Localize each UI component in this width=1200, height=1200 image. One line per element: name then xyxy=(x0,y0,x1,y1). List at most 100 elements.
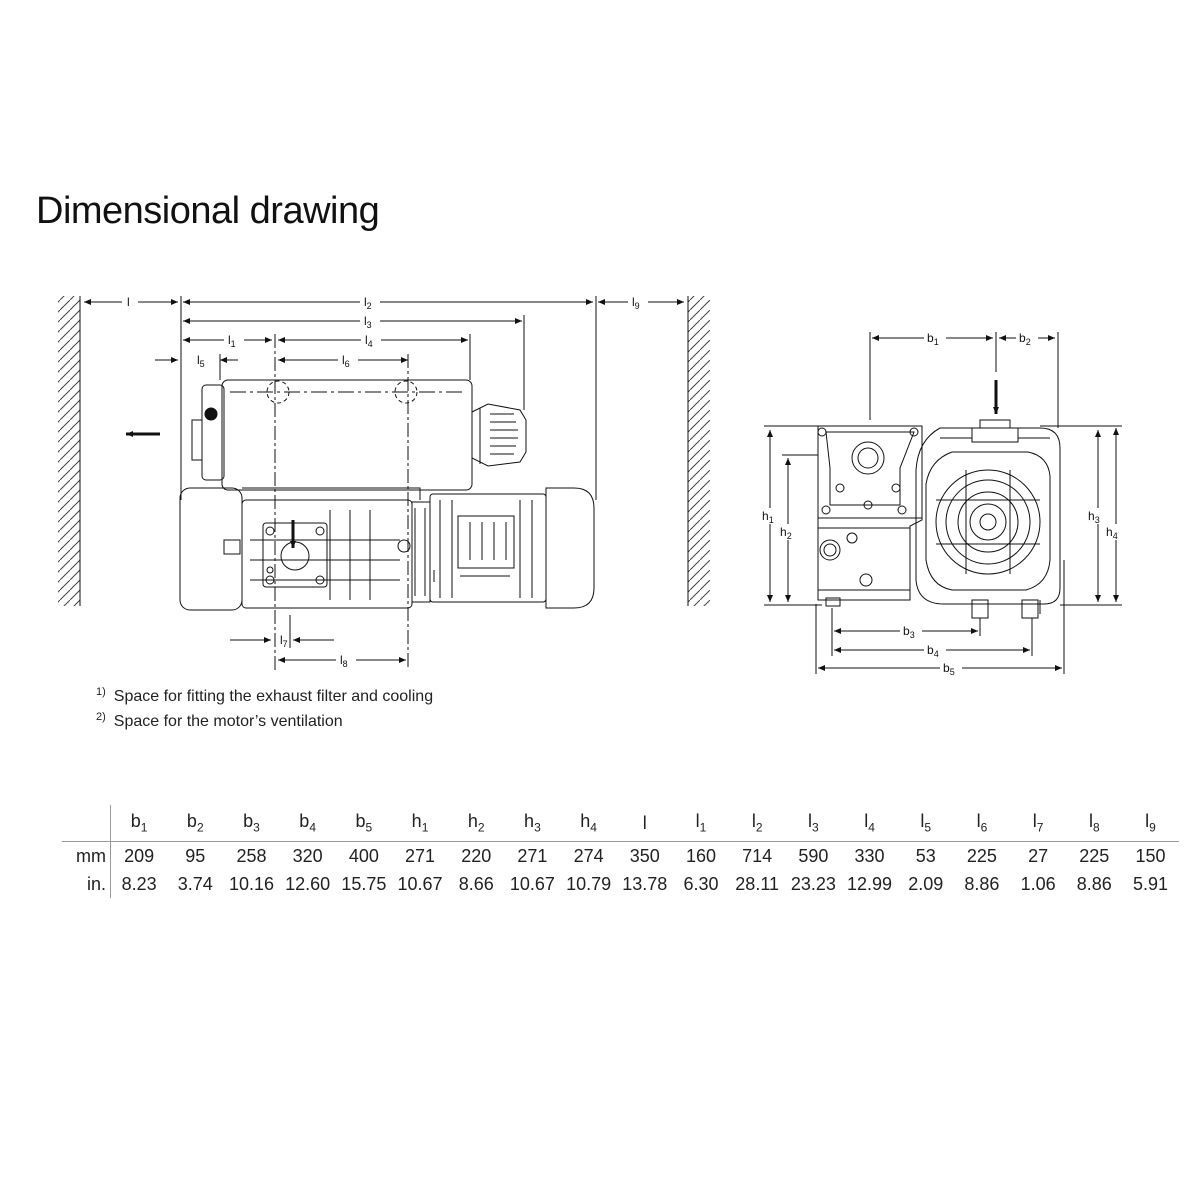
label-l3: l3 xyxy=(364,314,372,330)
column-header-h3: h3 xyxy=(504,805,561,842)
side-view xyxy=(58,296,710,670)
value-cell: 10.16 xyxy=(228,873,274,894)
label-b1: b1 xyxy=(927,331,939,347)
value-cell: 28.11 xyxy=(735,873,780,894)
value-cell: 8.86 xyxy=(1076,873,1112,894)
column-header-h2: h2 xyxy=(448,805,505,842)
unit-header xyxy=(62,805,111,842)
column-header-symbol: b xyxy=(299,811,310,832)
value-cell: 27 xyxy=(1028,845,1049,866)
value-cell: 714 xyxy=(742,845,773,866)
column-header-symbol: l xyxy=(920,811,925,832)
column-header-subscript: 2 xyxy=(196,820,204,835)
column-header-symbol: l xyxy=(1145,811,1150,832)
label-l2: l2 xyxy=(364,295,372,311)
column-header-b1: b1 xyxy=(110,805,168,842)
value-cell: 150 xyxy=(1135,845,1166,866)
value-cell: 12.60 xyxy=(285,873,331,894)
label-b3: b3 xyxy=(903,624,915,640)
left-wall-hatch xyxy=(58,296,80,606)
label-b2: b2 xyxy=(1019,331,1031,347)
column-header-subscript: 3 xyxy=(812,820,819,835)
unit-cell: in. xyxy=(62,870,111,898)
value-cell: 13.78 xyxy=(622,873,668,894)
column-header-symbol: b xyxy=(355,811,366,832)
column-header-l: l xyxy=(616,805,673,842)
column-header-l9: l9 xyxy=(1122,805,1179,842)
column-header-symbol: l xyxy=(1032,811,1037,832)
column-header-subscript: 1 xyxy=(699,820,707,835)
value-cell: 12.99 xyxy=(847,873,893,894)
footnote-2-mark: 2) xyxy=(96,711,106,723)
column-header-symbol: l xyxy=(1088,811,1093,832)
value-cell: 10.67 xyxy=(509,873,555,894)
column-header-l8: l8 xyxy=(1066,805,1123,842)
label-l7: l7 xyxy=(280,633,288,649)
value-cell: 1.06 xyxy=(1020,873,1056,894)
value-cell: 23.23 xyxy=(790,873,836,894)
value-cell: 8.86 xyxy=(964,873,1000,894)
value-cell: 15.75 xyxy=(341,873,387,894)
column-header-l4: l4 xyxy=(841,805,898,842)
column-header-b4: b4 xyxy=(279,805,336,842)
label-h2: h2 xyxy=(780,525,792,541)
column-header-subscript: 1 xyxy=(421,820,429,835)
value-cell: 220 xyxy=(461,845,492,866)
value-cell: 95 xyxy=(185,845,206,866)
column-header-subscript: 6 xyxy=(980,820,988,835)
column-header-subscript: 2 xyxy=(477,820,485,835)
column-header-symbol: l xyxy=(751,811,756,832)
column-header-subscript: 4 xyxy=(590,820,597,835)
front-view-labels: b1 b2 h1 h2 h3 h4 b3 b4 b5 xyxy=(760,331,1126,677)
column-header-h4: h4 xyxy=(560,805,617,842)
label-l9: l9 xyxy=(632,295,640,311)
column-header-subscript: 3 xyxy=(253,820,260,835)
label-l8: l8 xyxy=(340,653,348,669)
label-l4: l4 xyxy=(365,333,373,349)
value-cell: 400 xyxy=(348,845,379,866)
footnote-2: 2)Space for the motor’s ventilation xyxy=(96,711,343,731)
column-header-subscript: 5 xyxy=(924,820,932,835)
value-cell: 5.91 xyxy=(1132,873,1168,894)
column-header-symbol: l xyxy=(808,811,812,832)
value-cell: 8.23 xyxy=(121,873,157,894)
table-row-in: in. 8.23 3.74 10.16 12.60 15.75 10.67 8.66 10.67… xyxy=(62,870,1179,898)
value-cell: 258 xyxy=(236,845,267,866)
value-cell: 10.67 xyxy=(397,873,443,894)
value-cell: 320 xyxy=(292,845,323,866)
value-cell: 271 xyxy=(405,845,436,866)
column-header-l3: l3 xyxy=(785,805,842,842)
front-view xyxy=(764,332,1122,674)
label-b4: b4 xyxy=(927,643,939,659)
column-header-symbol: h xyxy=(580,811,591,832)
column-header-l5: l5 xyxy=(897,805,954,842)
column-header-subscript: 8 xyxy=(1092,820,1100,835)
column-header-symbol: b xyxy=(130,811,141,832)
column-header-subscript: 4 xyxy=(868,820,875,835)
label-l6: l6 xyxy=(342,353,350,369)
label-h3: h3 xyxy=(1088,509,1100,525)
label-h1: h1 xyxy=(762,509,774,525)
value-cell: 3.74 xyxy=(177,873,213,894)
value-cell: 225 xyxy=(966,845,997,866)
value-cell: 271 xyxy=(517,845,548,866)
column-header-l6: l6 xyxy=(953,805,1010,842)
column-header-symbol: l xyxy=(695,811,700,832)
column-header-b2: b2 xyxy=(167,805,224,842)
column-header-subscript: 5 xyxy=(365,820,373,835)
value-cell: 225 xyxy=(1079,845,1110,866)
column-header-b3: b3 xyxy=(223,805,280,842)
value-cell: 8.66 xyxy=(458,873,494,894)
column-header-symbol: b xyxy=(186,811,197,832)
value-cell: 350 xyxy=(629,845,660,866)
value-cell: 590 xyxy=(798,845,829,866)
value-cell: 10.79 xyxy=(566,873,612,894)
footnote-1: 1)Space for fitting the exhaust filter a… xyxy=(96,686,433,706)
column-header-subscript: 3 xyxy=(534,820,541,835)
label-l1: l1 xyxy=(228,333,236,349)
